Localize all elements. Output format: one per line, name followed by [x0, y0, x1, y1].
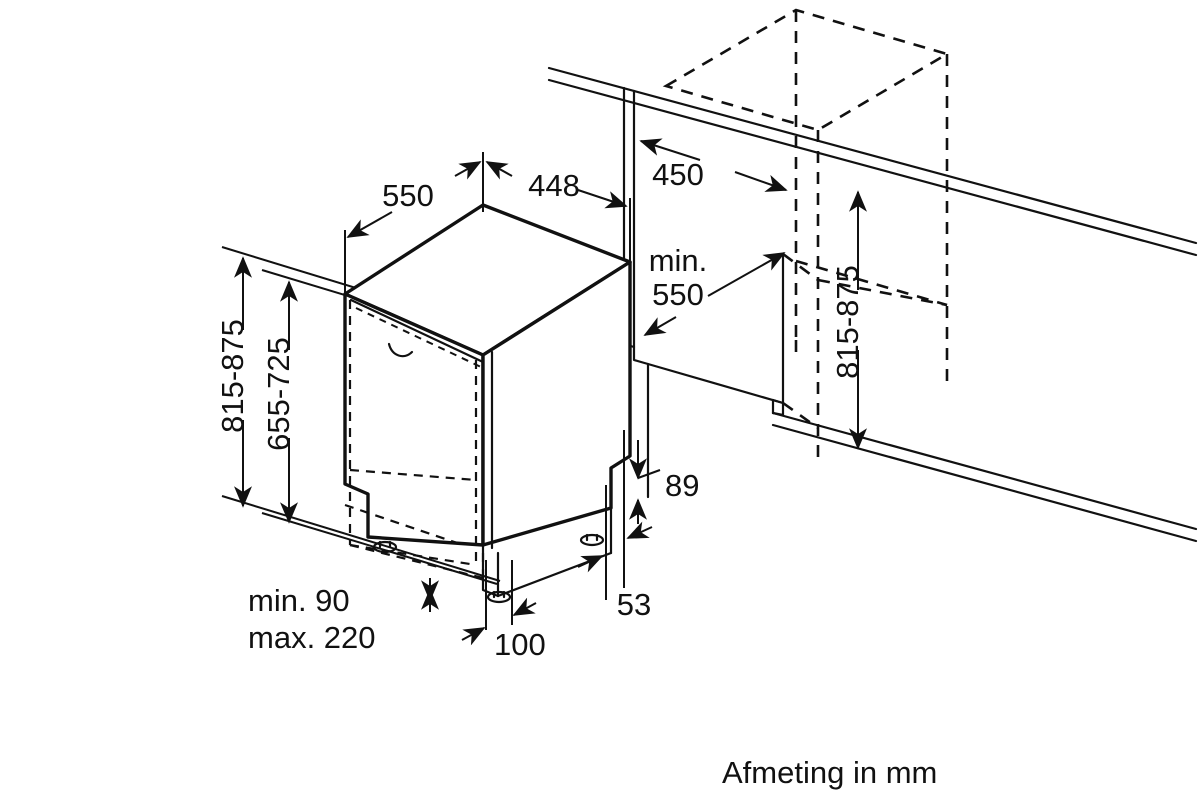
dimension-label-min-550-line1: min. [649, 243, 708, 278]
door-handle-icon [387, 342, 414, 358]
dimension-height-655-725: 655-725 [261, 280, 298, 524]
appliance-hidden-edges [344, 300, 485, 580]
dimension-label-550: 550 [382, 178, 434, 213]
dimension-width-448: 448 [485, 161, 628, 209]
dimension-label-815-875: 815-875 [215, 319, 250, 433]
dimension-label-max-220: max. 220 [248, 620, 376, 655]
dimension-label-448: 448 [528, 168, 580, 203]
dimension-plinth-53: 53 [577, 521, 653, 622]
dimension-label-53: 53 [617, 587, 651, 622]
dimension-height-815-875: 815-875 [215, 256, 252, 508]
floor-lower-slab [771, 411, 1198, 543]
dimension-niche-width-450: 450 [639, 138, 788, 192]
dimension-depth-550: 550 [346, 161, 482, 238]
dimension-base-recess: min. 90 max. 220 [248, 578, 439, 655]
dimension-foot-100: 100 [461, 560, 546, 662]
appliance-plinth [343, 454, 632, 547]
niche-dashed-outline [662, 8, 951, 460]
dimension-label-89: 89 [665, 468, 699, 503]
dimension-label-min-550-line2: 550 [652, 277, 704, 312]
appliance-foot-left [372, 540, 398, 554]
dimension-label-100: 100 [494, 627, 546, 662]
caption-units: Afmeting in mm [722, 755, 937, 790]
dimension-appliance-top-extensions [344, 152, 631, 300]
dimension-niche-depth-550: min. 550 [643, 243, 786, 336]
dimension-label-niche-815-875: 815-875 [830, 265, 865, 379]
appliance-foot-right [579, 533, 605, 547]
dimension-label-min-90: min. 90 [248, 583, 350, 618]
appliance-foot-front [486, 590, 512, 604]
dimension-niche-height-815-875: 815-875 [830, 190, 867, 450]
worktop-upper-slab [547, 66, 1198, 257]
dimension-label-450: 450 [652, 157, 704, 192]
niche-solid-edges [632, 252, 785, 499]
dimension-plinth-89: 89 [629, 440, 699, 524]
dimension-label-655-725: 655-725 [261, 337, 296, 451]
dimension-plinth-extensions [605, 430, 625, 600]
